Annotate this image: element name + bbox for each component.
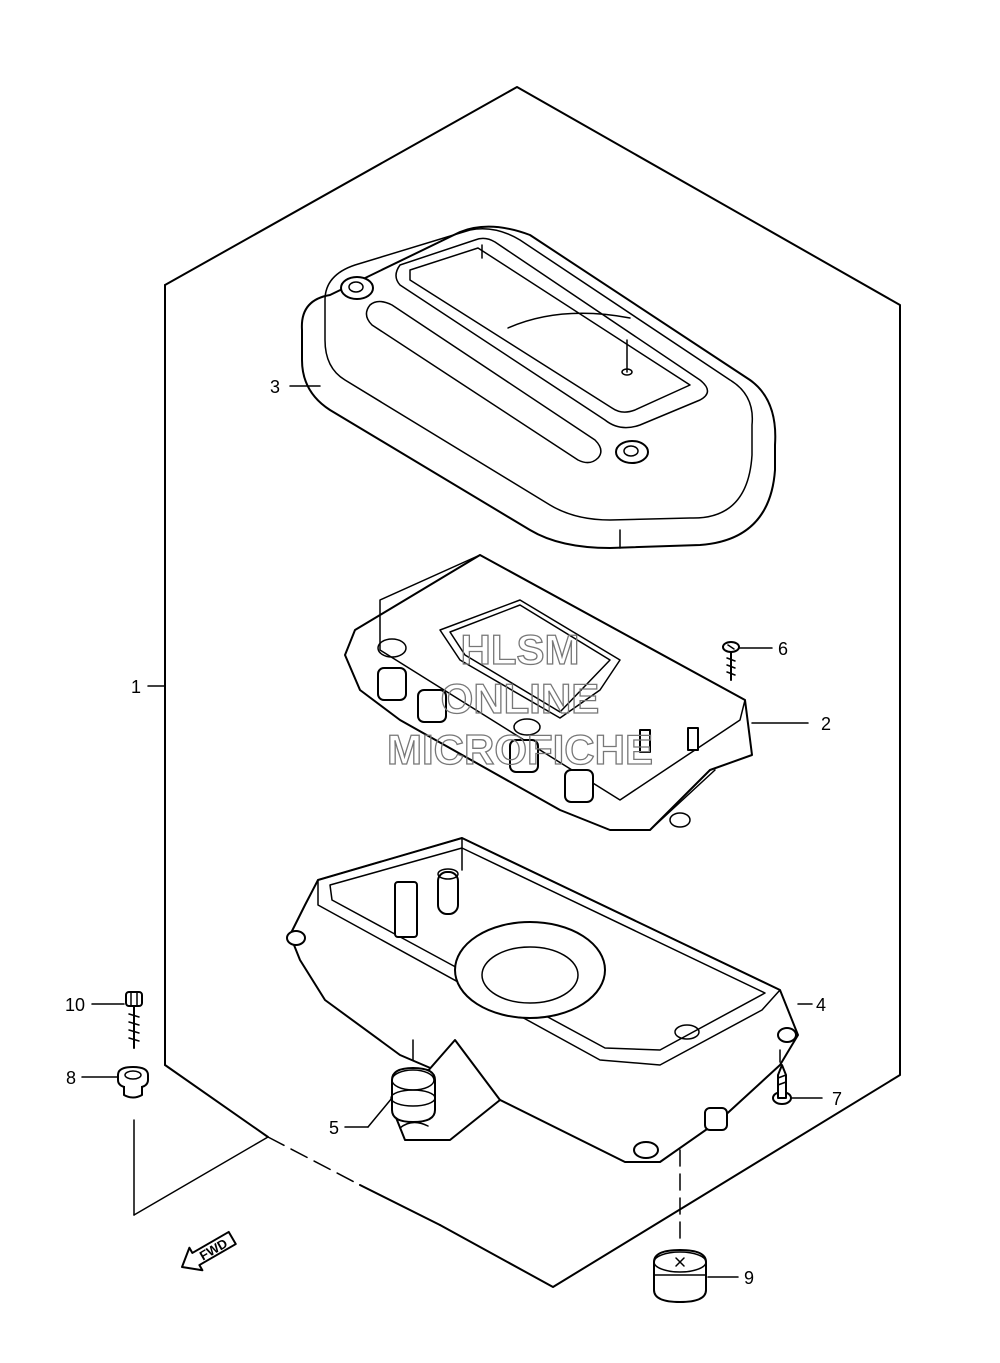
part-6-screw bbox=[722, 641, 740, 681]
fwd-arrow-icon: FWD bbox=[181, 1230, 237, 1272]
part-9-cushion bbox=[653, 1249, 707, 1303]
assembly-lines bbox=[133, 1039, 781, 1241]
callout-5: 5 bbox=[329, 1118, 339, 1138]
watermark-line-1: HLSM bbox=[461, 626, 580, 673]
part-4-meter-case bbox=[286, 837, 799, 1163]
callout-2: 2 bbox=[821, 714, 831, 734]
part-7-screw bbox=[772, 1064, 792, 1105]
part-5-grommet bbox=[390, 1067, 436, 1123]
callout-3: 3 bbox=[270, 377, 280, 397]
leader-lines bbox=[81, 385, 823, 1278]
watermark: HLSM ONLINE MICROFICHE bbox=[386, 625, 653, 773]
callout-1: 1 bbox=[131, 677, 141, 697]
callout-4: 4 bbox=[816, 995, 826, 1015]
watermark-line-3: MICROFICHE bbox=[387, 726, 653, 773]
callout-9: 9 bbox=[744, 1268, 754, 1288]
part-3-meter-cover bbox=[300, 225, 777, 549]
part-2-meter-unit bbox=[344, 554, 753, 831]
part-10-bolt bbox=[125, 991, 143, 1049]
callout-7: 7 bbox=[832, 1089, 842, 1109]
callout-6: 6 bbox=[778, 639, 788, 659]
callouts: 1 2 3 4 5 6 7 8 9 10 bbox=[65, 377, 842, 1288]
callout-8: 8 bbox=[66, 1068, 76, 1088]
part-8-collar bbox=[117, 1066, 149, 1099]
watermark-line-2: ONLINE bbox=[441, 675, 600, 722]
callout-10: 10 bbox=[65, 995, 85, 1015]
assembly-boundary bbox=[164, 86, 901, 1288]
